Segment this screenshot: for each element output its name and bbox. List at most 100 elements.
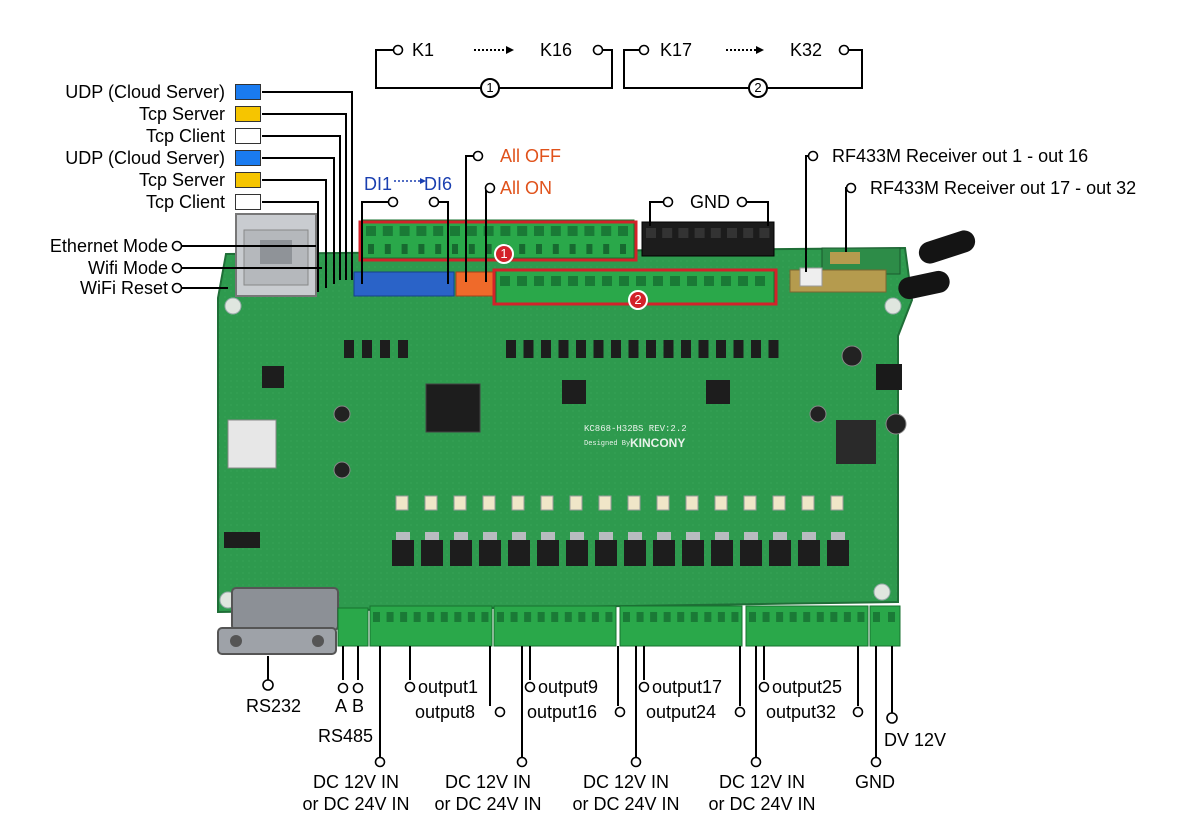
capacitor — [885, 413, 907, 435]
ic-chip — [262, 366, 284, 388]
swatch-tcp-client-1 — [235, 128, 261, 144]
terminal-block-di — [353, 271, 455, 297]
label-tcp-server-2: Tcp Server — [138, 170, 225, 190]
optocoupler — [453, 495, 467, 511]
mosfet — [566, 540, 588, 566]
group-number-1: 1 — [480, 78, 500, 98]
terminal-block-gnd — [641, 221, 775, 257]
capacitor — [809, 405, 827, 423]
terminal-slot — [721, 276, 731, 286]
terminal-slot — [373, 612, 380, 622]
capacitor — [333, 405, 351, 423]
terminal-slot — [687, 276, 697, 286]
terminal-screw — [603, 244, 610, 254]
mosfet — [595, 540, 617, 566]
terminal-slot — [605, 612, 613, 622]
terminal-slot — [500, 276, 510, 286]
mosfet-tab — [715, 532, 729, 540]
mosfet-tab — [396, 532, 410, 540]
optocoupler — [801, 495, 815, 511]
label-wifi-reset: WiFi Reset — [79, 278, 168, 298]
terminal-slot — [743, 228, 754, 238]
label-ethernet-mode: Ethernet Mode — [49, 236, 168, 256]
terminal-slot — [601, 226, 612, 236]
label-all-on: All ON — [500, 178, 553, 198]
mosfet-tab — [483, 532, 497, 540]
label-k17: K17 — [660, 40, 693, 60]
terminal-slot — [382, 226, 393, 236]
rf-modules — [789, 230, 976, 300]
label-gnd-top: GND — [690, 192, 730, 212]
antenna-2 — [898, 270, 950, 300]
label-udp-cloud-2: UDP (Cloud Server) — [65, 148, 225, 168]
label-output8: output8 — [415, 702, 476, 722]
terminal-slot — [670, 276, 680, 286]
ic-chip — [562, 380, 586, 404]
terminal-slot — [454, 612, 462, 622]
mosfet-tab — [541, 532, 555, 540]
terminal-slot — [646, 228, 656, 238]
terminal-screw — [620, 244, 626, 254]
terminal-slot — [662, 228, 673, 238]
terminal-slot — [500, 226, 511, 236]
terminal-slot — [481, 612, 489, 622]
regulator — [836, 420, 876, 464]
mosfet-tab — [454, 532, 468, 540]
driver-transistor — [558, 340, 569, 358]
label-gnd-bottom: GND — [855, 772, 895, 792]
db9-connector — [217, 587, 339, 655]
driver-transistor — [698, 340, 709, 358]
driver-transistor — [362, 340, 372, 358]
mosfet — [798, 540, 820, 566]
label-output25: output25 — [772, 677, 843, 697]
endpoint-markers — [171, 44, 898, 768]
mosfet — [508, 540, 530, 566]
label-tcp-server-1: Tcp Server — [138, 104, 225, 124]
terminal-slot — [650, 612, 658, 622]
swatch-udp-cloud-1 — [235, 84, 261, 100]
driver-transistor — [628, 340, 639, 358]
mosfet-tab — [802, 532, 816, 540]
terminal-slot — [366, 226, 376, 236]
mosfet-tab — [599, 532, 613, 540]
terminal-slot — [762, 612, 770, 622]
terminal-slot — [567, 226, 578, 236]
terminal-slot — [400, 612, 408, 622]
ic-chip — [224, 532, 260, 548]
optocoupler — [685, 495, 699, 511]
terminal-slot — [636, 276, 646, 286]
label-rf-out-1-16: RF433M Receiver out 1 - out 16 — [832, 146, 1089, 166]
label-rs485: RS485 — [318, 726, 374, 746]
arrow-head — [756, 46, 764, 54]
mosfet — [624, 540, 646, 566]
terminal-slot — [710, 228, 721, 238]
driver-transistor — [523, 340, 534, 358]
label-dc-in-3b: or DC 24V IN — [572, 794, 680, 814]
label-udp-cloud-1: UDP (Cloud Server) — [65, 82, 225, 102]
label-b: B — [352, 696, 365, 716]
terminal-slot — [497, 612, 504, 622]
optocoupler — [511, 495, 525, 511]
label-a: A — [335, 696, 348, 716]
mosfet — [450, 540, 472, 566]
driver-transistor — [541, 340, 551, 358]
terminal-slot — [678, 228, 689, 238]
terminal-slot — [467, 612, 475, 622]
driver-transistor — [681, 340, 691, 358]
terminal-slot — [738, 276, 748, 286]
terminal-screw — [468, 244, 475, 254]
terminal-slot — [568, 276, 578, 286]
mosfet — [682, 540, 704, 566]
optocoupler — [830, 495, 844, 511]
terminal-slot — [551, 276, 561, 286]
driver-transistor — [716, 340, 726, 358]
ic-chip — [706, 380, 730, 404]
terminal-slot — [653, 276, 663, 286]
terminal-slot — [873, 612, 880, 622]
capacitor — [841, 345, 863, 367]
terminal-slot — [816, 612, 824, 622]
terminal-slot — [704, 276, 714, 286]
terminal-slot — [602, 276, 612, 286]
terminal-slot — [618, 226, 628, 236]
